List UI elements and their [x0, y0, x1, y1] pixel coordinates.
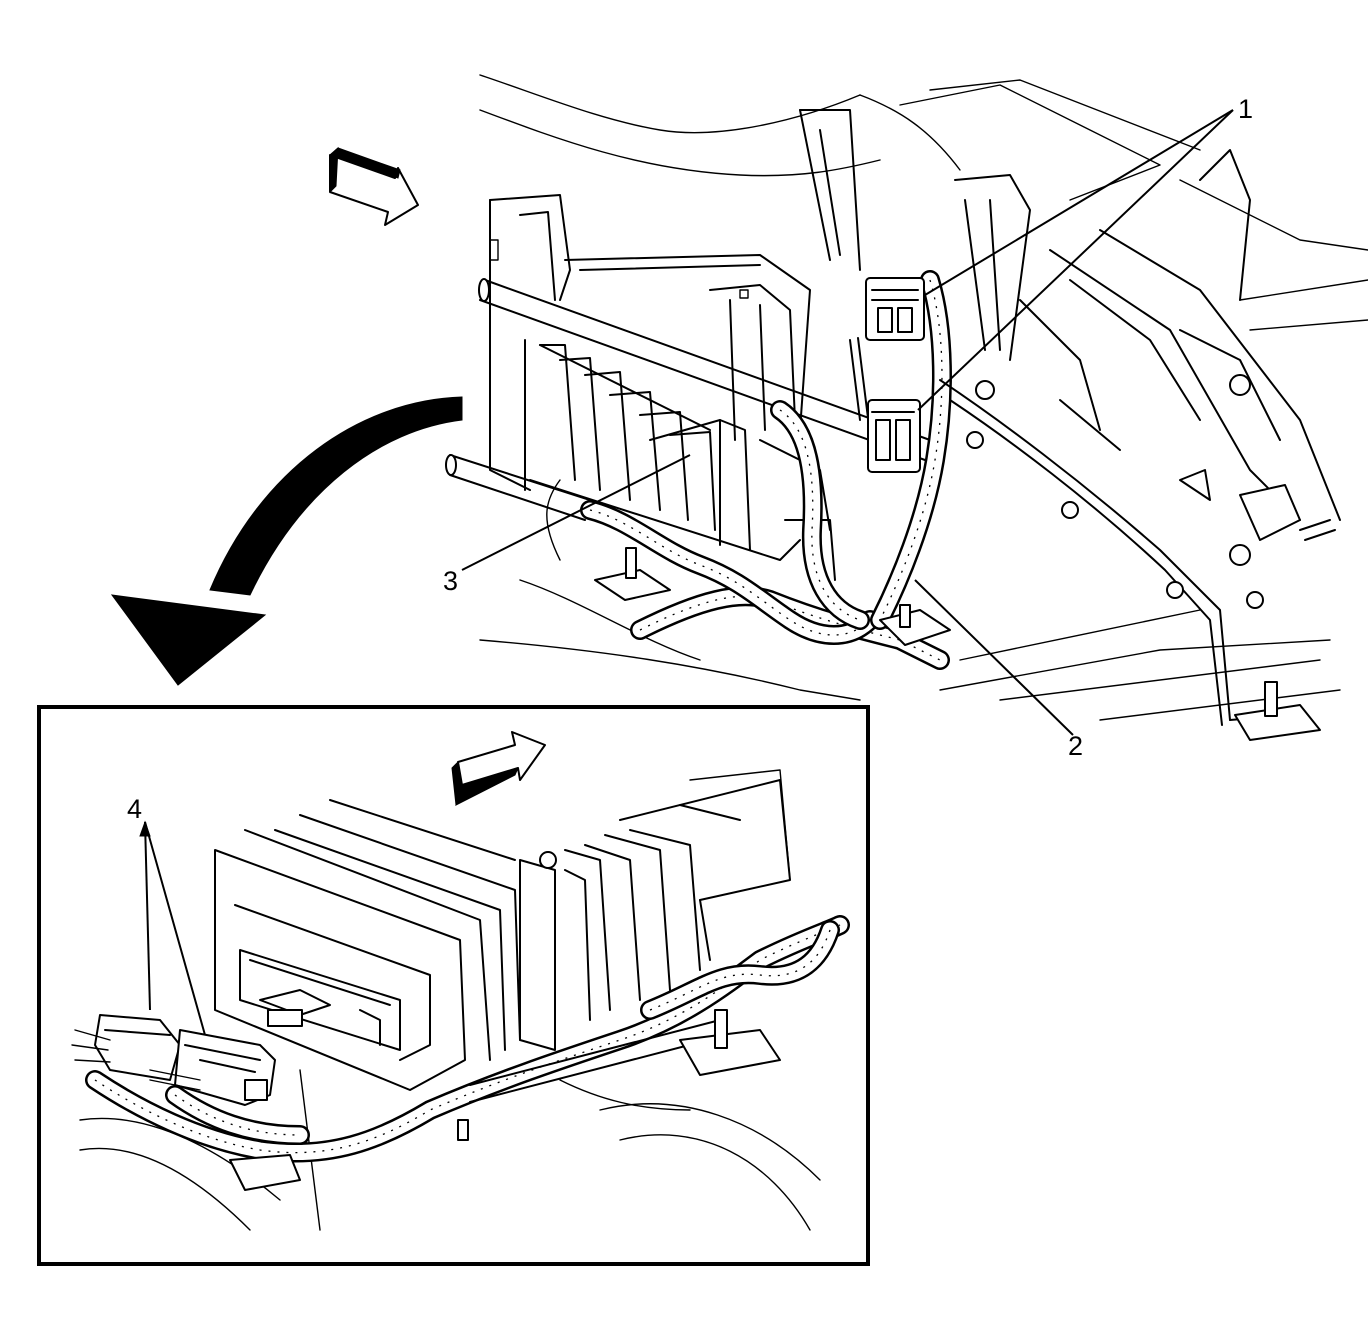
- body-frame-rail: [939, 149, 1341, 726]
- harness-connector-lower: [867, 399, 921, 473]
- callout-2: 2: [1068, 731, 1083, 761]
- module-bracket: [489, 109, 1031, 491]
- inset-frame: [37, 705, 870, 1266]
- leader-lines-inset: [139, 820, 206, 1036]
- callout-3: 3: [443, 566, 458, 596]
- inset-wiring-harness: [85, 915, 850, 1163]
- main-view: 1 2 3: [110, 74, 1368, 761]
- detail-pointer-arrow: [110, 396, 463, 686]
- control-module: [524, 339, 836, 581]
- cross-bar: [445, 278, 931, 521]
- callout-4: 4: [127, 794, 142, 824]
- mounting-studs: [594, 547, 1321, 741]
- harness-connector-left: [71, 1014, 181, 1081]
- harness-connector-upper: [865, 277, 925, 341]
- inset-module-header: [239, 949, 401, 1051]
- inset-mounting-studs: [229, 1009, 781, 1191]
- leader-lines-main: [461, 109, 1234, 736]
- view-direction-arrow-upper: [329, 146, 419, 226]
- callout-1: 1: [1238, 94, 1253, 124]
- harness-connector-right: [149, 1029, 276, 1106]
- inset-control-module: [214, 779, 791, 1091]
- detail-inset: 4: [37, 705, 870, 1266]
- wiring-harness: [580, 270, 952, 670]
- view-direction-arrow-inset: [451, 731, 546, 806]
